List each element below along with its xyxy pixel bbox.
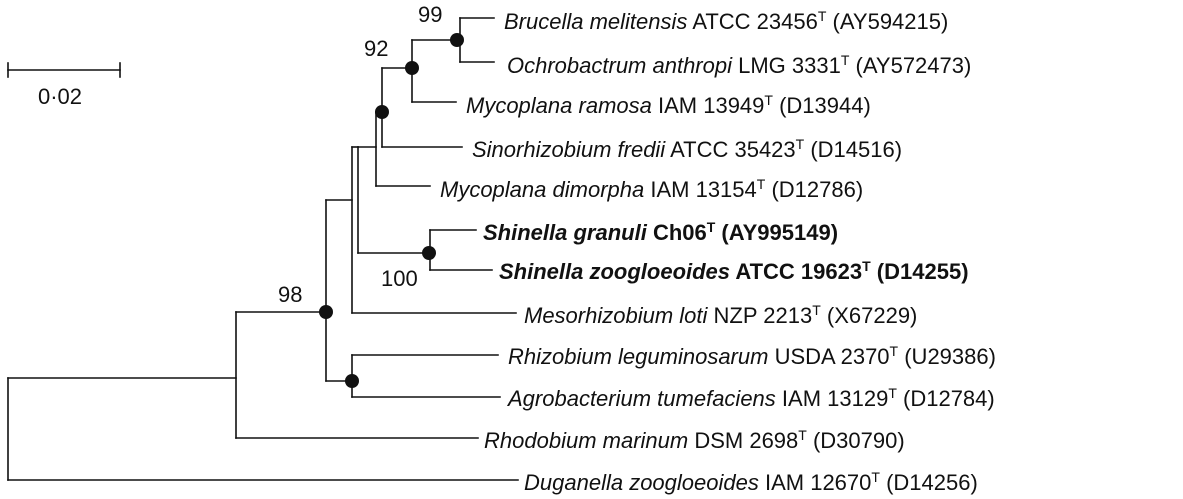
taxon-accession: (U29386) (904, 344, 996, 369)
taxon-accession: (AY995149) (721, 220, 838, 245)
taxon-strain: Ch06 (653, 220, 707, 245)
type-strain-mark: T (812, 302, 821, 318)
type-strain-mark: T (841, 52, 850, 68)
taxon-accession: (AY594215) (833, 9, 949, 34)
bootstrap-node-marker (450, 33, 464, 47)
taxon-name: Ochrobactrum anthropi (507, 53, 733, 78)
type-strain-mark: T (818, 8, 827, 24)
taxon-name: Rhodobium marinum (484, 428, 688, 453)
taxon-label: Mesorhizobium loti NZP 2213T (X67229) (524, 302, 917, 328)
taxon-name: Shinella zoogloeoides (499, 259, 730, 284)
taxon-label: Mycoplana ramosa IAM 13949T (D13944) (466, 92, 871, 118)
taxon-accession: (X67229) (827, 303, 918, 328)
type-strain-mark: T (764, 92, 773, 108)
taxon-accession: (D30790) (813, 428, 905, 453)
taxon-accession: (D12786) (771, 177, 863, 202)
taxon-strain: DSM 2698 (694, 428, 798, 453)
bootstrap-values: 99 92 100 98 (278, 2, 442, 307)
taxon-label: Ochrobactrum anthropi LMG 3331T (AY57247… (507, 52, 971, 78)
taxon-strain: IAM 13949 (658, 93, 764, 118)
scale-bar-label: 0·02 (38, 84, 82, 109)
taxon-strain: ATCC 35423 (670, 137, 796, 162)
taxon-name: Mycoplana dimorpha (440, 177, 644, 202)
taxon-label-highlighted: Shinella zoogloeoides ATCC 19623T (D1425… (499, 258, 969, 284)
scale-bar: 0·02 (7, 62, 121, 109)
taxon-name: Agrobacterium tumefaciens (506, 386, 776, 411)
taxon-label: Rhodobium marinum DSM 2698T (D30790) (484, 427, 905, 453)
bootstrap-value: 98 (278, 282, 302, 307)
bootstrap-node-marker (405, 61, 419, 75)
type-strain-mark: T (890, 343, 899, 359)
taxon-name: Sinorhizobium fredii (472, 137, 666, 162)
taxon-accession: (D14256) (886, 470, 978, 495)
taxon-strain: ATCC 19623 (735, 259, 862, 284)
taxon-label: Mycoplana dimorpha IAM 13154T (D12786) (440, 176, 863, 202)
taxon-name: Duganella zoogloeoides (524, 470, 759, 495)
taxon-accession: (D13944) (779, 93, 871, 118)
bootstrap-value: 100 (381, 266, 418, 291)
tree-branches (7, 17, 519, 481)
taxon-strain: USDA 2370 (775, 344, 890, 369)
taxon-accession: (AY572473) (856, 53, 972, 78)
taxon-strain: IAM 13129 (782, 386, 888, 411)
type-strain-mark: T (862, 258, 871, 274)
taxon-name: Brucella melitensis (504, 9, 687, 34)
taxon-label: Brucella melitensis ATCC 23456T (AY59421… (504, 8, 948, 34)
taxon-accession: (D12784) (903, 386, 995, 411)
type-strain-mark: T (888, 385, 897, 401)
bootstrap-value: 99 (418, 2, 442, 27)
taxon-name: Shinella granuli (483, 220, 648, 245)
taxon-strain: NZP 2213 (714, 303, 813, 328)
type-strain-mark: T (707, 219, 716, 235)
taxon-labels: Brucella melitensis ATCC 23456T (AY59421… (440, 8, 996, 495)
taxon-strain: IAM 12670 (765, 470, 871, 495)
taxon-accession: (D14516) (810, 137, 902, 162)
taxon-label: Sinorhizobium fredii ATCC 35423T (D14516… (472, 136, 902, 162)
taxon-name: Mesorhizobium loti (524, 303, 709, 328)
taxon-strain: ATCC 23456 (692, 9, 818, 34)
taxon-name: Rhizobium leguminosarum (508, 344, 768, 369)
taxon-accession: (D14255) (877, 259, 969, 284)
taxon-label: Agrobacterium tumefaciens IAM 13129T (D1… (506, 385, 995, 411)
type-strain-mark: T (871, 469, 880, 485)
node-markers (319, 33, 464, 388)
taxon-label: Rhizobium leguminosarum USDA 2370T (U293… (508, 343, 996, 369)
type-strain-mark: T (798, 427, 807, 443)
taxon-strain: IAM 13154 (650, 177, 756, 202)
type-strain-mark: T (796, 136, 805, 152)
bootstrap-node-marker (319, 305, 333, 319)
type-strain-mark: T (757, 176, 766, 192)
bootstrap-value: 92 (364, 36, 388, 61)
taxon-name: Mycoplana ramosa (466, 93, 652, 118)
taxon-strain: LMG 3331 (738, 53, 841, 78)
taxon-label: Duganella zoogloeoides IAM 12670T (D1425… (524, 469, 978, 495)
bootstrap-node-marker (422, 246, 436, 260)
taxon-label-highlighted: Shinella granuli Ch06T (AY995149) (483, 219, 838, 245)
bootstrap-node-marker (345, 374, 359, 388)
bootstrap-node-marker (375, 105, 389, 119)
